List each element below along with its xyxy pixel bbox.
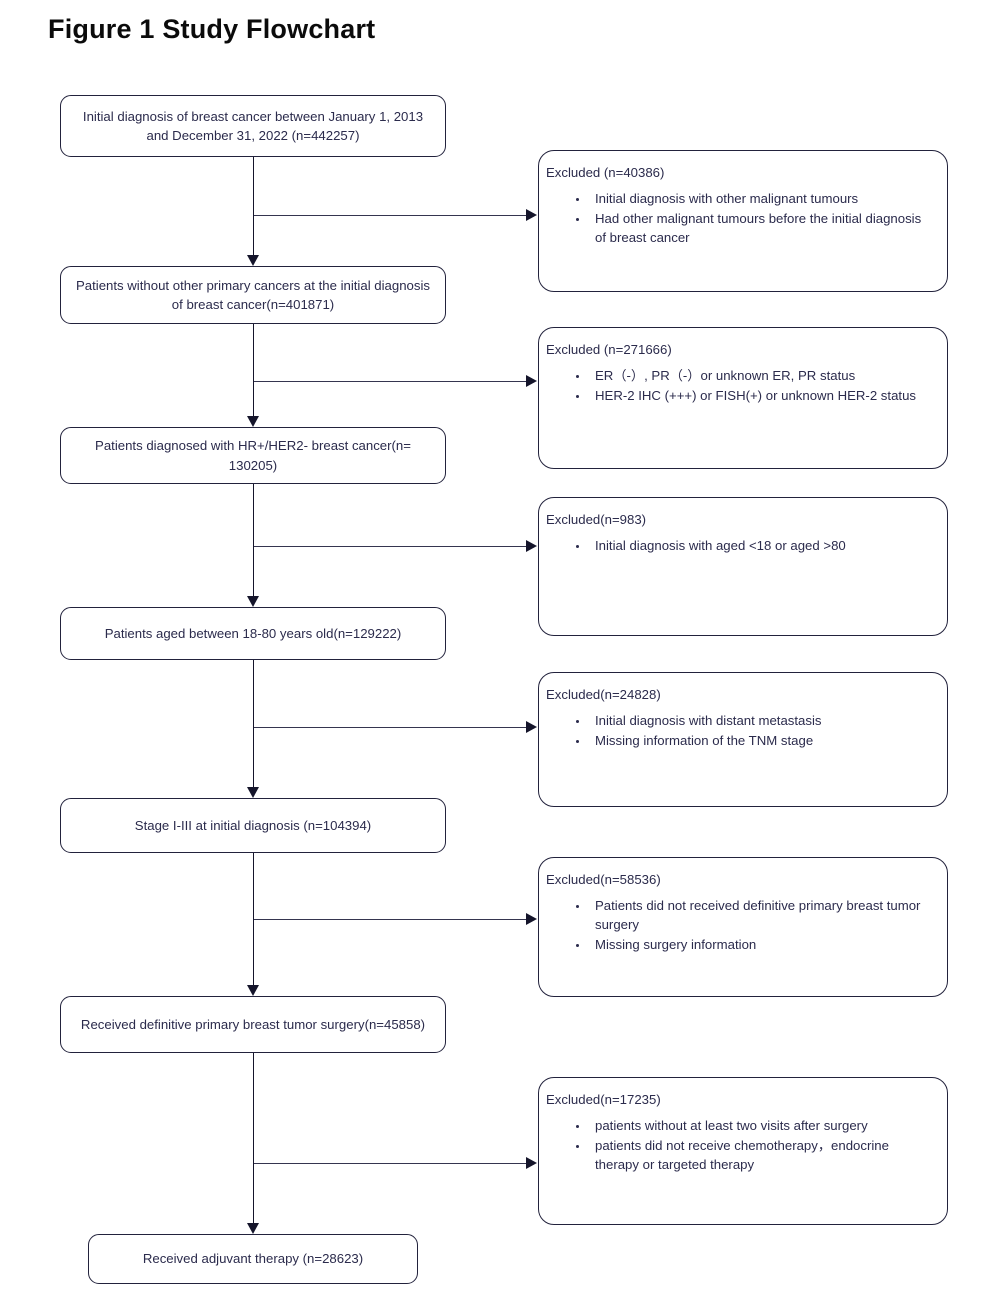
arrowhead-right-3 — [526, 540, 537, 552]
exclusion-reason-list-6: patients without at least two visits aft… — [545, 1116, 933, 1174]
exclusion-reason: HER-2 IHC (+++) or FISH(+) or unknown HE… — [589, 386, 933, 405]
connector-horizontal-1 — [254, 215, 526, 216]
exclusion-heading-4: Excluded(n=24828) — [546, 687, 661, 702]
arrowhead-down-3 — [247, 596, 259, 607]
node-hr-positive-her2-negative: Patients diagnosed with HR+/HER2- breast… — [60, 427, 446, 484]
exclusion-reason: Initial diagnosis with distant metastasi… — [589, 711, 933, 730]
node-initial-diagnosis: Initial diagnosis of breast cancer betwe… — [60, 95, 446, 157]
arrowhead-down-2 — [247, 416, 259, 427]
connector-horizontal-6 — [254, 1163, 526, 1164]
node-received-adjuvant-therapy: Received adjuvant therapy (n=28623) — [88, 1234, 418, 1284]
figure-title: Figure 1 Study Flowchart — [48, 14, 376, 44]
exclusion-box-surgery: Excluded(n=58536) Patients did not recei… — [538, 857, 948, 997]
node-age-18-80: Patients aged between 18-80 years old(n=… — [60, 607, 446, 660]
arrowhead-right-4 — [526, 721, 537, 733]
exclusion-box-metastasis-tnm: Excluded(n=24828) Initial diagnosis with… — [538, 672, 948, 807]
node-no-other-primary-cancers: Patients without other primary cancers a… — [60, 266, 446, 324]
connector-horizontal-3 — [254, 546, 526, 547]
connector-horizontal-4 — [254, 727, 526, 728]
node-received-definitive-surgery: Received definitive primary breast tumor… — [60, 996, 446, 1053]
exclusion-reason-list-2: ER（-）, PR（-）or unknown ER, PR status HER… — [545, 366, 933, 405]
arrowhead-right-6 — [526, 1157, 537, 1169]
exclusion-heading-1: Excluded (n=40386) — [546, 165, 665, 180]
connector-horizontal-5 — [254, 919, 526, 920]
node-hr-positive-her2-negative-label: Patients diagnosed with HR+/HER2- breast… — [95, 438, 411, 473]
exclusion-reason-list-4: Initial diagnosis with distant metastasi… — [545, 711, 933, 750]
exclusion-reason: patients did not receive chemotherapy，en… — [589, 1136, 933, 1174]
arrowhead-down-4 — [247, 787, 259, 798]
exclusion-reason: ER（-）, PR（-）or unknown ER, PR status — [589, 366, 933, 385]
exclusion-reason: Patients did not received definitive pri… — [589, 896, 933, 934]
exclusion-box-receptor-status: Excluded (n=271666) ER（-）, PR（-）or unkno… — [538, 327, 948, 469]
exclusion-heading-2: Excluded (n=271666) — [546, 342, 672, 357]
arrowhead-down-1 — [247, 255, 259, 266]
connector-vertical-3 — [253, 484, 254, 596]
arrowhead-right-1 — [526, 209, 537, 221]
node-initial-diagnosis-label: Initial diagnosis of breast cancer betwe… — [82, 108, 424, 143]
exclusion-box-age: Excluded(n=983) Initial diagnosis with a… — [538, 497, 948, 636]
connector-vertical-4 — [253, 660, 254, 787]
exclusion-reason: patients without at least two visits aft… — [589, 1116, 933, 1135]
exclusion-heading-5: Excluded(n=58536) — [546, 872, 661, 887]
arrowhead-down-6 — [247, 1223, 259, 1234]
arrowhead-right-2 — [526, 375, 537, 387]
node-stage-i-iii-label: Stage I-III at initial diagnosis (n=1043… — [134, 817, 372, 833]
exclusion-heading-6: Excluded(n=17235) — [546, 1092, 661, 1107]
node-stage-i-iii: Stage I-III at initial diagnosis (n=1043… — [60, 798, 446, 853]
connector-vertical-2 — [253, 324, 254, 416]
exclusion-reason-list-5: Patients did not received definitive pri… — [545, 896, 933, 954]
exclusion-reason: Initial diagnosis with other malignant t… — [589, 189, 933, 208]
exclusion-reason-list-1: Initial diagnosis with other malignant t… — [545, 189, 933, 247]
exclusion-box-other-malignant-tumours: Excluded (n=40386) Initial diagnosis wit… — [538, 150, 948, 292]
exclusion-box-followup-therapy: Excluded(n=17235) patients without at le… — [538, 1077, 948, 1225]
exclusion-reason: Had other malignant tumours before the i… — [589, 209, 933, 247]
node-received-adjuvant-therapy-label: Received adjuvant therapy (n=28623) — [142, 1251, 364, 1267]
connector-vertical-5 — [253, 853, 254, 985]
node-age-18-80-label: Patients aged between 18-80 years old(n=… — [104, 625, 402, 641]
node-received-definitive-surgery-label: Received definitive primary breast tumor… — [80, 1016, 426, 1032]
node-no-other-primary-cancers-label: Patients without other primary cancers a… — [75, 277, 431, 312]
arrowhead-right-5 — [526, 913, 537, 925]
exclusion-reason: Missing surgery information — [589, 935, 933, 954]
connector-vertical-1 — [253, 157, 254, 255]
connector-horizontal-2 — [254, 381, 526, 382]
exclusion-heading-3: Excluded(n=983) — [546, 512, 647, 527]
exclusion-reason-list-3: Initial diagnosis with aged <18 or aged … — [545, 536, 933, 555]
arrowhead-down-5 — [247, 985, 259, 996]
exclusion-reason: Missing information of the TNM stage — [589, 731, 933, 750]
exclusion-reason: Initial diagnosis with aged <18 or aged … — [589, 536, 933, 555]
connector-vertical-6 — [253, 1053, 254, 1223]
